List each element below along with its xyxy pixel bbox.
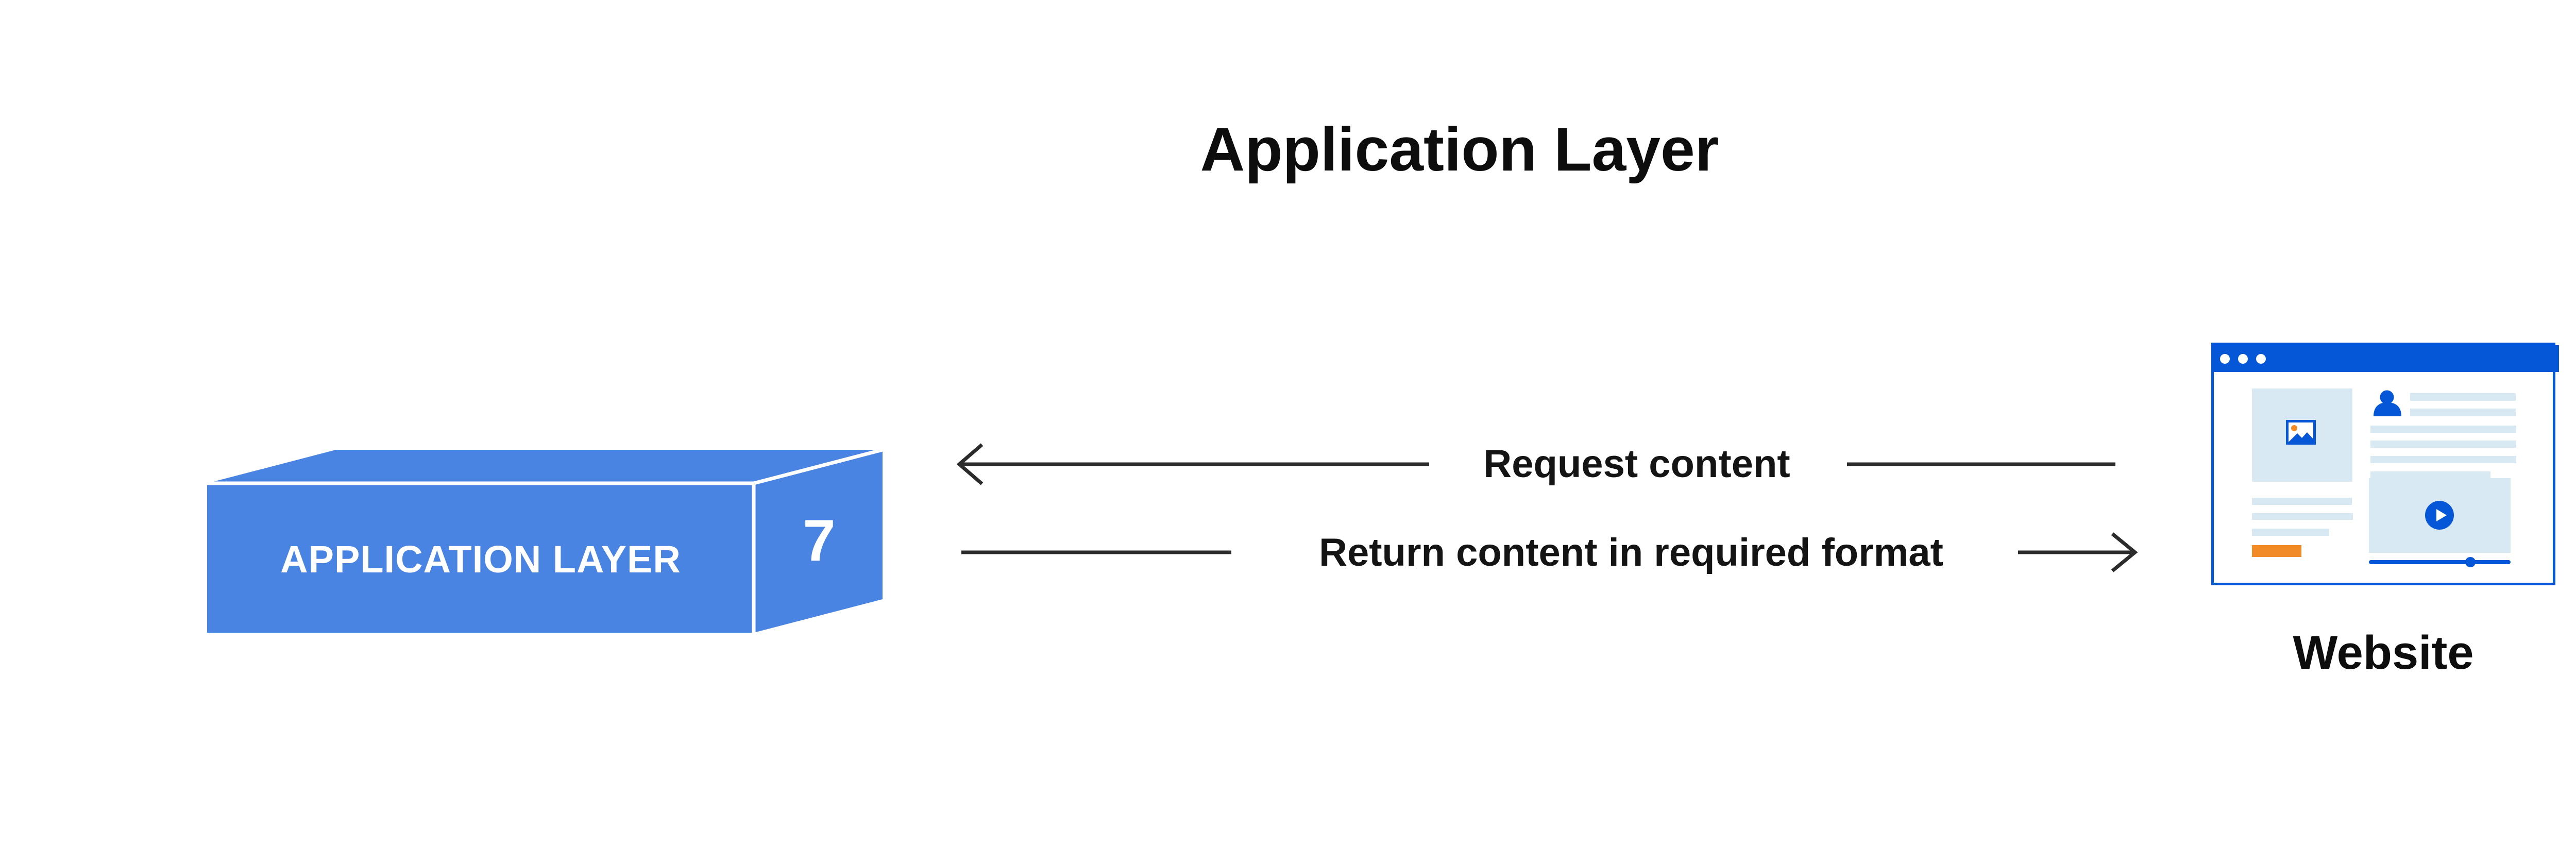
application-layer-box (207, 448, 883, 633)
return-content-label: Return content in required format (1319, 531, 1943, 574)
website-label: Website (2293, 627, 2474, 679)
flow-arrows (956, 443, 2138, 572)
play-icon (2425, 501, 2454, 530)
website-icon (2211, 343, 2559, 585)
text-line-placeholder (2370, 456, 2516, 463)
browser-dot-icon (2220, 353, 2230, 364)
application-layer-box-label: APPLICATION LAYER (280, 538, 681, 581)
box-edge-diagonal (753, 448, 883, 485)
cta-button-placeholder (2252, 545, 2301, 557)
browser-dot-icon (2256, 353, 2266, 364)
text-line-placeholder (2252, 498, 2352, 505)
text-line-placeholder (2370, 426, 2516, 433)
image-placeholder-icon (2286, 420, 2316, 445)
text-line-placeholder (2410, 393, 2516, 401)
user-icon (2374, 390, 2401, 416)
request-content-label: Request content (1483, 442, 1790, 486)
box-right-face (754, 450, 883, 633)
text-line-placeholder (2410, 409, 2516, 416)
request-arrow-icon (956, 443, 984, 485)
browser-dot-icon (2238, 353, 2248, 364)
text-line-placeholder (2370, 471, 2490, 479)
text-line-placeholder (2370, 441, 2516, 448)
box-front-face (207, 483, 754, 633)
layer-number: 7 (803, 508, 836, 573)
page-title: Application Layer (1200, 115, 1719, 184)
box-top-face (207, 450, 883, 483)
text-line-placeholder (2252, 529, 2329, 536)
browser-titlebar (2214, 345, 2559, 372)
text-line-placeholder (2252, 513, 2353, 520)
return-arrow-icon (2111, 532, 2138, 572)
video-progress-handle (2465, 557, 2476, 567)
video-progress-bar (2369, 560, 2511, 564)
